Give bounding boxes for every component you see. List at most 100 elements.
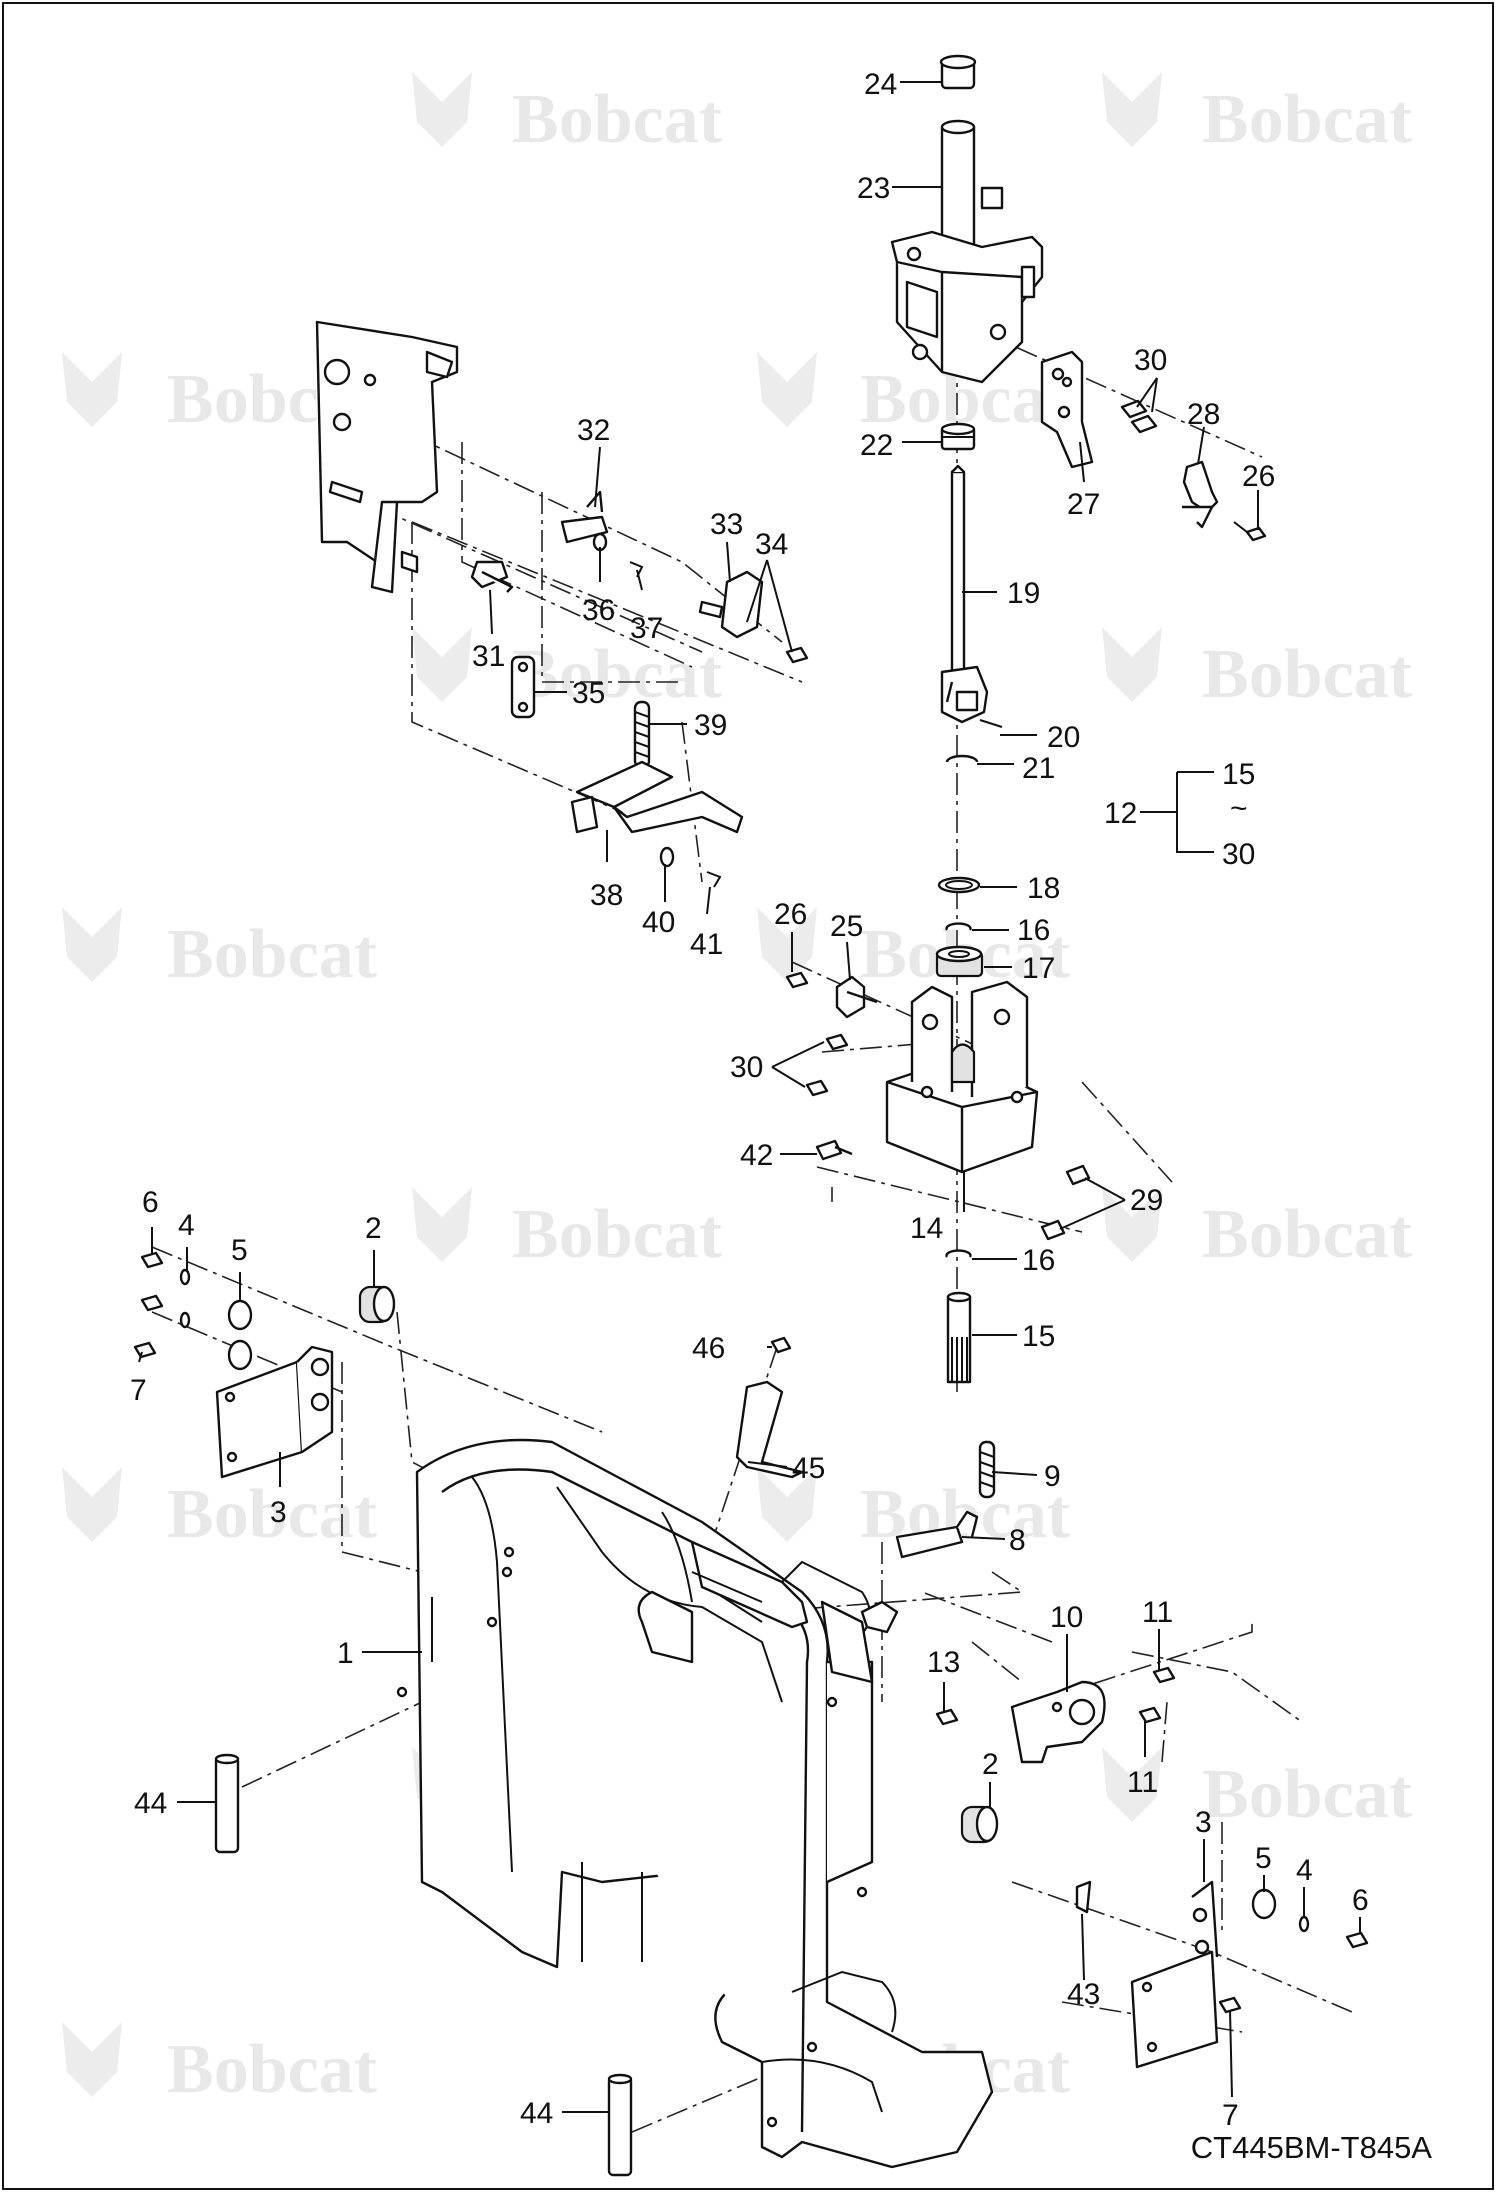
watermark: Bobcat xyxy=(412,72,722,158)
callout-15: 15 xyxy=(1022,1320,1055,1353)
mount-plate-27 xyxy=(1040,350,1094,469)
clip-37 xyxy=(629,561,644,578)
washer-4-b xyxy=(1298,1915,1310,1933)
bolts-29 xyxy=(1040,1164,1091,1241)
bolts-30-lower xyxy=(805,1033,849,1097)
callout-31: 31 xyxy=(472,640,505,673)
bracket-45 xyxy=(735,1380,804,1479)
callout-30: 30 xyxy=(1134,344,1167,377)
svg-text:Bobcat: Bobcat xyxy=(1202,1196,1412,1273)
shaft-31 xyxy=(328,480,514,593)
callout-18: 18 xyxy=(1027,872,1060,905)
callout-13: 13 xyxy=(927,1646,960,1679)
callout-labels: 24 23 30 28 26 22 27 19 20 21 15 12 ~ 30… xyxy=(130,68,1369,2132)
callout-4: 4 xyxy=(178,1209,195,1242)
pedal-38 xyxy=(570,760,744,834)
frame-1 xyxy=(396,1438,994,2169)
snap-ring-16-lower xyxy=(945,1249,972,1258)
lever-33 xyxy=(698,570,764,639)
callout-16: 16 xyxy=(1017,914,1050,947)
bolt-34 xyxy=(785,646,809,664)
bushing-5-b xyxy=(1251,1888,1277,1920)
bolt-26-lower xyxy=(785,971,809,989)
watermark: Bobcat xyxy=(412,1187,722,1273)
callout-8: 8 xyxy=(1009,1524,1026,1557)
bolt-11-b xyxy=(1138,1706,1162,1724)
bearing-17 xyxy=(935,945,984,978)
callout-22: 22 xyxy=(860,429,893,462)
clip-43 xyxy=(1075,1880,1092,1914)
callout-44: 44 xyxy=(134,1787,167,1820)
bolts-30 xyxy=(1120,399,1158,434)
bearing-22 xyxy=(940,422,976,451)
callout-16: 16 xyxy=(1022,1244,1055,1277)
callout-range-tilde: ~ xyxy=(1230,792,1248,825)
lower-bracket-14 xyxy=(885,980,1039,1174)
bolt-26-upper xyxy=(1233,521,1267,542)
watermark: Bobcat xyxy=(62,2022,377,2108)
callout-2: 2 xyxy=(982,1748,999,1781)
svg-text:Bobcat: Bobcat xyxy=(1202,1756,1412,1833)
bolt-46 xyxy=(770,1336,792,1354)
svg-text:Bobcat: Bobcat xyxy=(1202,636,1412,713)
callout-25: 25 xyxy=(830,910,863,943)
bolt-13 xyxy=(935,1708,959,1726)
spring-39 xyxy=(633,700,651,769)
column-bracket xyxy=(890,230,1044,384)
bearing-2-b xyxy=(960,1805,999,1844)
svg-text:Bobcat: Bobcat xyxy=(512,1196,722,1273)
spring-9 xyxy=(978,1440,996,1499)
bracket-10 xyxy=(1010,1680,1106,1764)
callout-5: 5 xyxy=(231,1234,248,1267)
svg-text:Bobcat: Bobcat xyxy=(167,2031,377,2108)
callout-6: 6 xyxy=(142,1186,159,1219)
watermark: Bobcat xyxy=(62,907,377,993)
callout-7: 7 xyxy=(1222,2099,1239,2132)
callout-37: 37 xyxy=(630,612,663,645)
callout-29: 29 xyxy=(1130,1184,1163,1217)
exploded-parts-diagram: Bobcat Bobcat Bobcat Bobcat Bobcat Bobca… xyxy=(62,54,1412,2177)
callout-24: 24 xyxy=(864,68,897,101)
watermark: Bobcat xyxy=(1102,1747,1412,1833)
svg-text:Bobcat: Bobcat xyxy=(1202,81,1412,158)
svg-text:Bobcat: Bobcat xyxy=(512,81,722,158)
ring-18 xyxy=(937,876,981,894)
drawing-reference-number: CT445BM-T845A xyxy=(1190,2130,1432,2165)
pin-20 xyxy=(979,719,1003,728)
callout-9: 9 xyxy=(1044,1460,1061,1493)
bolt-6-b xyxy=(140,1294,164,1312)
watermark: Bobcat xyxy=(412,627,722,713)
callout-20: 20 xyxy=(1047,721,1080,754)
callout-11: 11 xyxy=(1127,1766,1158,1799)
watermark: Bobcat xyxy=(62,1467,377,1553)
callout-38: 38 xyxy=(590,879,623,912)
steering-shaft-19 xyxy=(940,464,989,724)
callout-39: 39 xyxy=(694,709,727,742)
callout-17: 17 xyxy=(1022,952,1055,985)
callout-46: 46 xyxy=(692,1332,725,1365)
bracket-3-b xyxy=(1130,1880,1219,2069)
callout-32: 32 xyxy=(577,414,610,447)
callout-3: 3 xyxy=(270,1496,287,1529)
callout-35: 35 xyxy=(572,677,605,710)
steering-column-bushing-24 xyxy=(939,54,977,90)
trim-44-b xyxy=(607,2073,633,2177)
watermark: Bobcat xyxy=(757,352,1070,438)
side-panel xyxy=(315,320,459,594)
svg-text:Bobcat: Bobcat xyxy=(167,916,377,993)
callout-43: 43 xyxy=(1067,1978,1100,2011)
callout-14: 14 xyxy=(910,1212,943,1245)
bolt-11-a xyxy=(1152,1666,1176,1684)
callout-28: 28 xyxy=(1187,398,1220,431)
callout-21: 21 xyxy=(1022,752,1055,785)
callout-26: 26 xyxy=(1242,460,1275,493)
pin-28 xyxy=(1182,460,1219,529)
link-35 xyxy=(510,655,536,719)
callout-26: 26 xyxy=(774,898,807,931)
callout-4: 4 xyxy=(1296,1854,1313,1887)
callout-45: 45 xyxy=(792,1452,825,1485)
bracket-8 xyxy=(895,1510,979,1559)
watermark: Bobcat xyxy=(1102,1187,1412,1273)
callout-44: 44 xyxy=(520,2097,553,2130)
